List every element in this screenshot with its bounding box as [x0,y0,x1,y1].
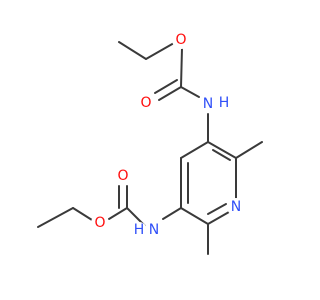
bond-ring-c6-c5 [180,207,209,225]
atom-labels: O O N H N O O H [91,31,245,239]
bond-ring-n-c6-inner [207,203,227,215]
atom-amide-n-bottom-label: N [149,222,159,238]
atom-carbonyl-o-bottom: O [114,167,132,185]
bond-ring-c4-c3 [180,141,209,159]
atom-carbonyl-o-top-bg [137,94,155,112]
bond-ring-n-c6 [207,211,230,225]
atom-carbonyl-o-bottom-bg [114,167,132,185]
atom-amide-n-bottom: N [145,221,163,239]
bond-top-carbonyl-c-n [180,86,200,98]
atom-amide-n-bottom-bg [145,221,163,239]
atom-amide-h-top-label: H [219,95,230,111]
bond-ring-c3-c2 [207,141,237,159]
atom-amide-n-top-label: N [203,96,213,112]
bond-ethyl-bottom-ch2-ch3 [37,207,74,228]
bond-methyl-top [235,141,263,159]
atom-amide-h-bottom-bg [131,222,147,238]
molecule-structure: O O N H N O O H [37,31,263,255]
bond-top-c-equals-o-a [158,86,182,101]
bond-bottom-carbonyl-c-o [108,207,128,220]
atom-amide-h-bottom-label: H [134,222,145,238]
atom-carbonyl-o-top: O [137,94,155,112]
atom-ring-n: N [227,198,245,216]
atom-ester-o-bottom-bg [91,214,109,232]
bond-top-c-equals-o-b [154,79,178,94]
atom-ester-o-bottom: O [91,214,109,232]
atom-ester-o-top-bg [172,31,190,49]
atom-carbonyl-o-bottom-label: O [117,168,128,184]
atom-ester-o-top-label: O [175,32,186,48]
atom-ring-n-label: N [231,199,241,215]
atom-ring-n-bg [227,198,245,216]
atom-amide-n-top: N [199,95,217,113]
atom-amide-h-top: H [216,95,232,111]
bond-ring-c3-c2-inner [212,149,231,161]
atom-amide-h-top-bg [216,95,232,111]
atom-ester-o-top: O [172,31,190,49]
atom-amide-n-top-bg [199,95,217,113]
bond-ethyl-top-ch3-ch2 [118,41,147,60]
bond-ethyl-bottom-o-ch2 [72,207,93,221]
bonds [37,41,263,255]
bond-top-o-carbonyl-c [180,47,183,88]
atom-amide-h-bottom: H [131,222,147,238]
atom-ester-o-bottom-label: O [94,215,105,231]
atom-carbonyl-o-top-label: O [140,95,151,111]
bond-bottom-ring-n [162,207,182,220]
bond-ethyl-top-ch2-o [145,42,175,60]
